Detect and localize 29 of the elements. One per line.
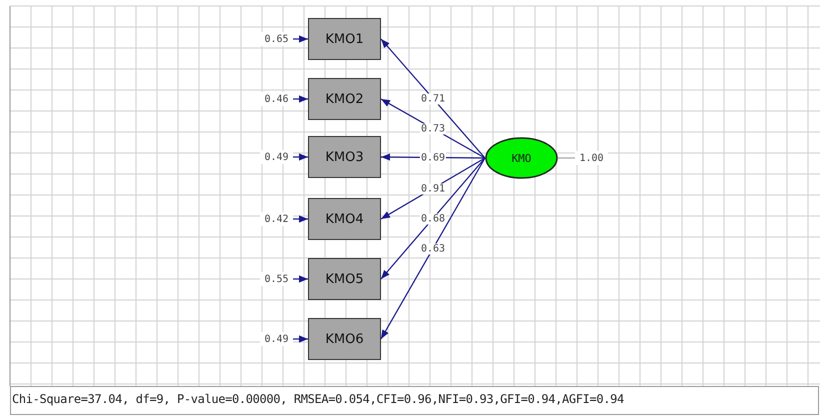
latent-variable-ellipse: KMO bbox=[485, 137, 558, 179]
path-arrow bbox=[293, 335, 308, 343]
observed-variable-box: KMO3 bbox=[308, 136, 381, 178]
variance-value: 0.55 bbox=[260, 272, 293, 286]
connector-line bbox=[558, 157, 575, 159]
observed-variable-box: KMO5 bbox=[308, 258, 381, 300]
fit-statistics-text: Chi-Square=37.04, df=9, P-value=0.00000, RMSEA=0.054,CFI=0.96,NFI=0.93,GFI=0.94,AGFI=0.94 bbox=[12, 392, 624, 406]
path-arrow bbox=[293, 215, 308, 223]
path-arrow bbox=[293, 275, 308, 283]
observed-variable-box: KMO1 bbox=[308, 18, 381, 60]
observed-variable-box: KMO4 bbox=[308, 198, 381, 240]
variance-value: 0.42 bbox=[260, 212, 293, 226]
path-arrow bbox=[293, 153, 308, 161]
edge-label: 0.69 bbox=[420, 152, 446, 163]
path-arrow bbox=[380, 158, 486, 280]
path-arrow bbox=[380, 158, 486, 340]
edge-label: 0.63 bbox=[420, 243, 446, 254]
edge-label: 0.68 bbox=[420, 213, 446, 224]
path-arrow bbox=[380, 38, 486, 158]
path-arrow bbox=[293, 35, 308, 43]
variance-value: 1.00 bbox=[575, 151, 608, 165]
edge-label: 0.91 bbox=[420, 183, 446, 194]
path-arrow bbox=[293, 95, 308, 103]
edge-label: 0.71 bbox=[420, 93, 446, 104]
variance-value: 0.49 bbox=[260, 150, 293, 164]
edge-label: 0.73 bbox=[420, 123, 446, 134]
observed-variable-box: KMO2 bbox=[308, 78, 381, 120]
variance-value: 0.49 bbox=[260, 332, 293, 346]
observed-variable-box: KMO6 bbox=[308, 318, 381, 360]
